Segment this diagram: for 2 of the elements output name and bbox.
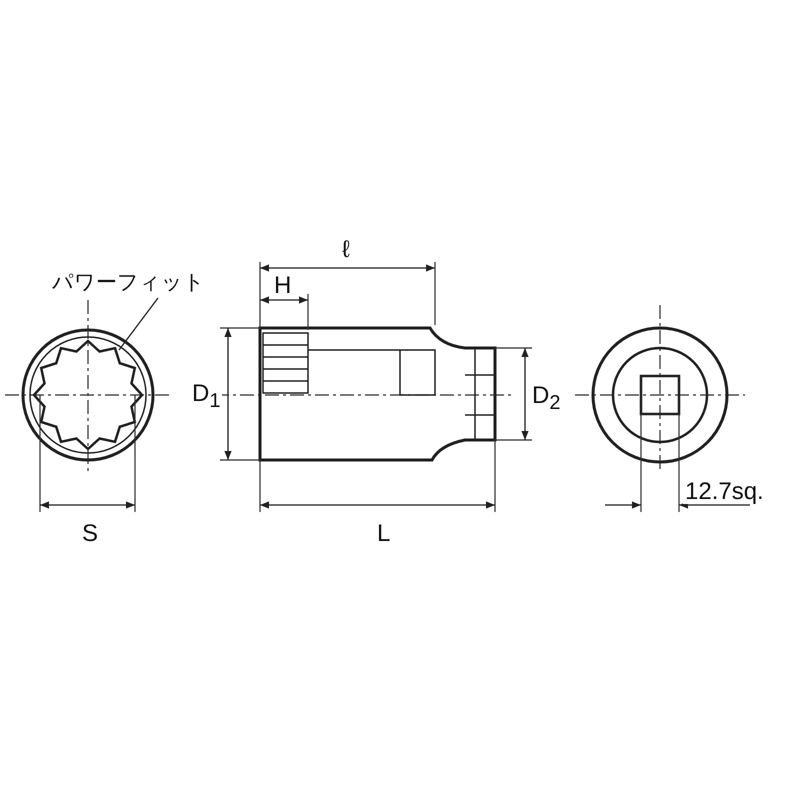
leader-line [118,298,159,350]
twelve-point-profile [32,339,144,451]
